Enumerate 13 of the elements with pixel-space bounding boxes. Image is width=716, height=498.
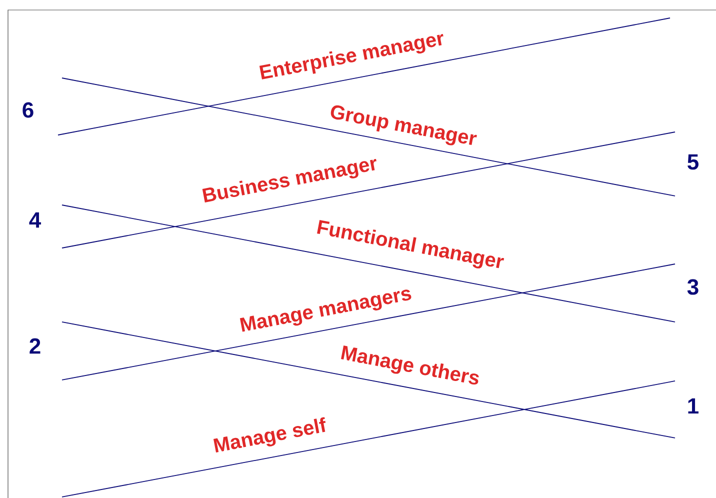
level-number: 5: [688, 154, 698, 170]
stage-label: Manage others: [341, 346, 479, 385]
level-number: 1: [688, 398, 698, 414]
stage-label: Manage managers: [240, 290, 412, 332]
stage-label: Group manager: [330, 105, 477, 146]
level-number: 2: [30, 338, 40, 354]
level-number: 3: [687, 279, 698, 295]
level-number: 4: [29, 212, 42, 228]
level-number: 6: [22, 102, 34, 118]
stage-label: Functional manager: [317, 220, 504, 268]
stage-label: Business manager: [202, 158, 376, 202]
stage-label: Manage self: [213, 417, 326, 452]
stage-label: Enterprise manager: [259, 34, 444, 80]
